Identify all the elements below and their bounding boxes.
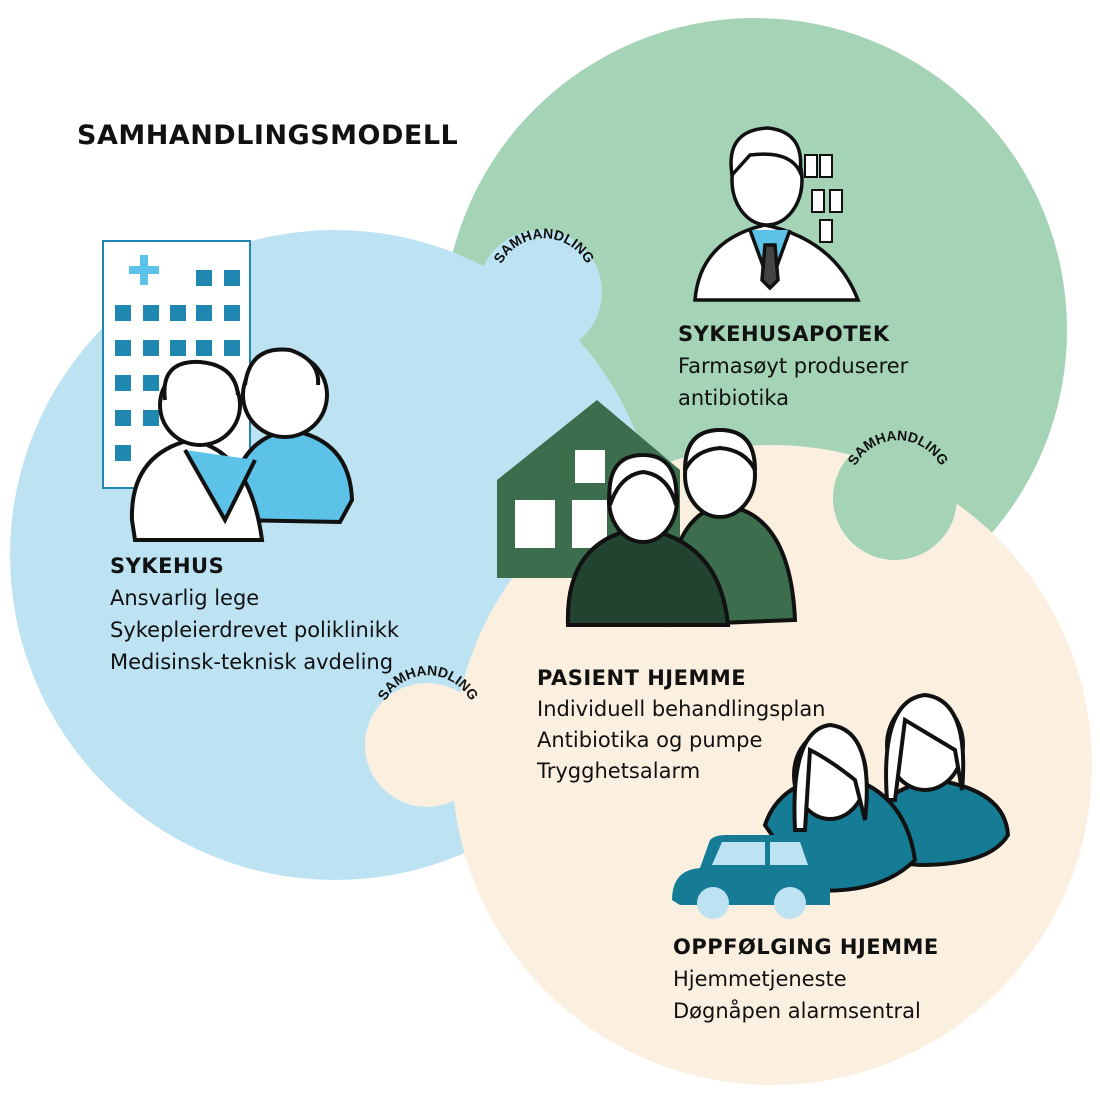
pharmacist-icon	[693, 126, 861, 302]
section-line: Farmasøyt produserer	[678, 354, 909, 378]
section-sykehusapotek: SYKEHUSAPOTEK Farmasøyt produserer antib…	[678, 318, 908, 414]
hospital-staff-icon	[129, 347, 355, 542]
connector-bubble-hospital-home	[365, 683, 489, 807]
section-line: Medisinsk-teknisk avdeling	[110, 650, 394, 674]
section-line: Trygghetsalarm	[537, 759, 701, 783]
connector-bubble-pharmacy-home	[833, 436, 957, 560]
section-pasient-hjemme: PASIENT HJEMME Individuell behandlingspl…	[537, 663, 826, 787]
section-line: Individuell behandlingsplan	[537, 697, 826, 721]
connector-bubble-hospital-pharmacy	[478, 230, 602, 354]
section-line: Antibiotika og pumpe	[537, 728, 763, 752]
section-line: Sykepleierdrevet poliklinikk	[110, 618, 400, 642]
section-line: Ansvarlig lege	[110, 586, 260, 610]
section-line: Døgnåpen alarmsentral	[673, 999, 921, 1023]
section-heading: PASIENT HJEMME	[537, 666, 747, 690]
section-oppfolging-hjemme: OPPFØLGING HJEMME Hjemmetjeneste Døgnåpe…	[673, 931, 939, 1027]
car-icon	[672, 835, 830, 919]
page-title: SAMHANDLINGSMODELL	[77, 120, 459, 151]
section-sykehus: SYKEHUS Ansvarlig lege Sykepleierdrevet …	[110, 550, 399, 678]
section-line: Hjemmetjeneste	[673, 967, 847, 991]
section-heading: SYKEHUS	[110, 554, 225, 578]
section-heading: SYKEHUSAPOTEK	[678, 322, 890, 346]
section-line: antibiotika	[678, 386, 789, 410]
patients-icon	[565, 427, 798, 628]
section-heading: OPPFØLGING HJEMME	[673, 935, 939, 959]
